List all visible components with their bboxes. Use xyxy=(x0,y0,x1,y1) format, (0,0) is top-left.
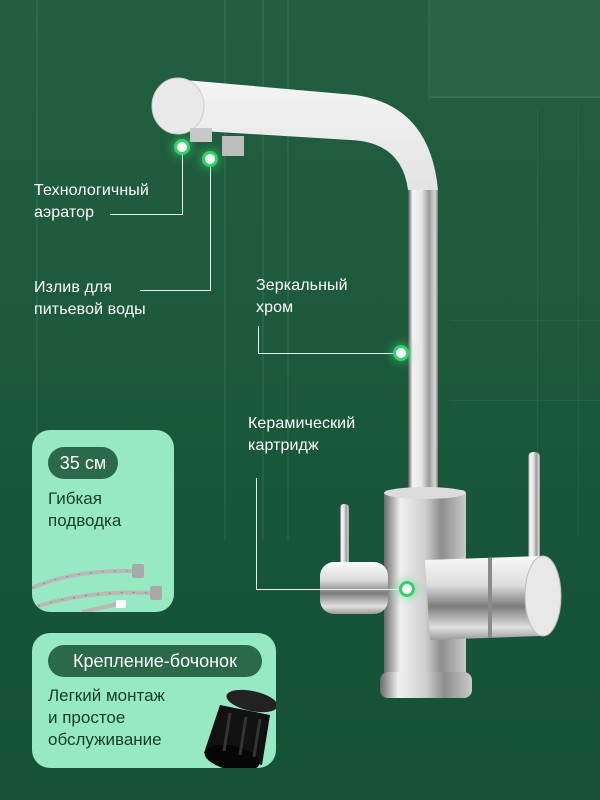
hose-card-title-line2: подводка xyxy=(48,511,122,530)
mirror-chrome-leader-line xyxy=(258,326,259,354)
mount-card-text-line1: Легкий монтаж xyxy=(48,686,165,705)
wall-panel-line xyxy=(428,0,430,100)
tile-line xyxy=(450,320,600,321)
aerator-highlight-dot xyxy=(177,142,187,152)
mount-card-text-line3: обслуживание xyxy=(48,730,162,749)
tile-line xyxy=(450,400,600,401)
drinking-spout-highlight-dot xyxy=(205,154,215,164)
wall-panel-line xyxy=(36,0,38,540)
ceramic-cartridge-leader-line xyxy=(256,478,257,590)
mirror-chrome-leader-line xyxy=(258,353,398,354)
flexible-hose-image xyxy=(32,564,162,612)
hose-length-badge: 35 см xyxy=(48,447,118,479)
hose-card-title-line1: Гибкая xyxy=(48,489,102,508)
callout-mirror-chrome-line2: хром xyxy=(256,299,294,316)
callout-aerator-line1: Технологичный xyxy=(34,182,149,199)
ceramic-cartridge-leader-line xyxy=(256,589,404,590)
callout-drinking-spout-label: Излив для питьевой воды xyxy=(34,277,146,321)
wall-panel-line xyxy=(262,0,264,540)
hose-card: 35 см Гибкая подводка xyxy=(32,430,174,612)
ceramic-cartridge-highlight-dot xyxy=(402,584,412,594)
mount-type-badge: Крепление-бочонок xyxy=(48,645,262,677)
callout-ceramic-cartridge-label: Керамический картридж xyxy=(248,413,355,457)
callout-aerator-label: Технологичный аэратор xyxy=(34,180,149,224)
callout-mirror-chrome-line1: Зеркальный xyxy=(256,277,348,294)
wall-panel-line xyxy=(287,0,289,540)
wall-cabinet xyxy=(430,0,600,98)
tile-line xyxy=(578,108,579,538)
drinking-spout-leader-line xyxy=(210,162,211,291)
aerator-leader-line xyxy=(110,214,182,215)
callout-aerator-line2: аэратор xyxy=(34,204,95,221)
aerator-leader-line xyxy=(182,152,183,215)
drinking-spout-leader-line xyxy=(140,290,210,291)
callout-mirror-chrome-label: Зеркальный хром xyxy=(256,275,348,319)
callout-drinking-spout-line2: питьевой воды xyxy=(34,301,146,318)
wall-panel-line xyxy=(224,0,226,540)
mirror-chrome-highlight-dot xyxy=(396,348,406,358)
callout-drinking-spout-line1: Излив для xyxy=(34,279,113,296)
mount-card-text-line2: и простое xyxy=(48,708,126,727)
callout-ceramic-cartridge-line1: Керамический xyxy=(248,415,356,432)
mount-card-text: Легкий монтаж и простое обслуживание xyxy=(48,685,165,751)
hose-card-title: Гибкая подводка xyxy=(48,488,121,532)
barrel-mount-image xyxy=(204,689,276,768)
tile-line xyxy=(537,108,538,538)
mount-card: Крепление-бочонок Легкий монтаж и просто… xyxy=(32,633,276,768)
callout-ceramic-cartridge-line2: картридж xyxy=(248,437,319,454)
